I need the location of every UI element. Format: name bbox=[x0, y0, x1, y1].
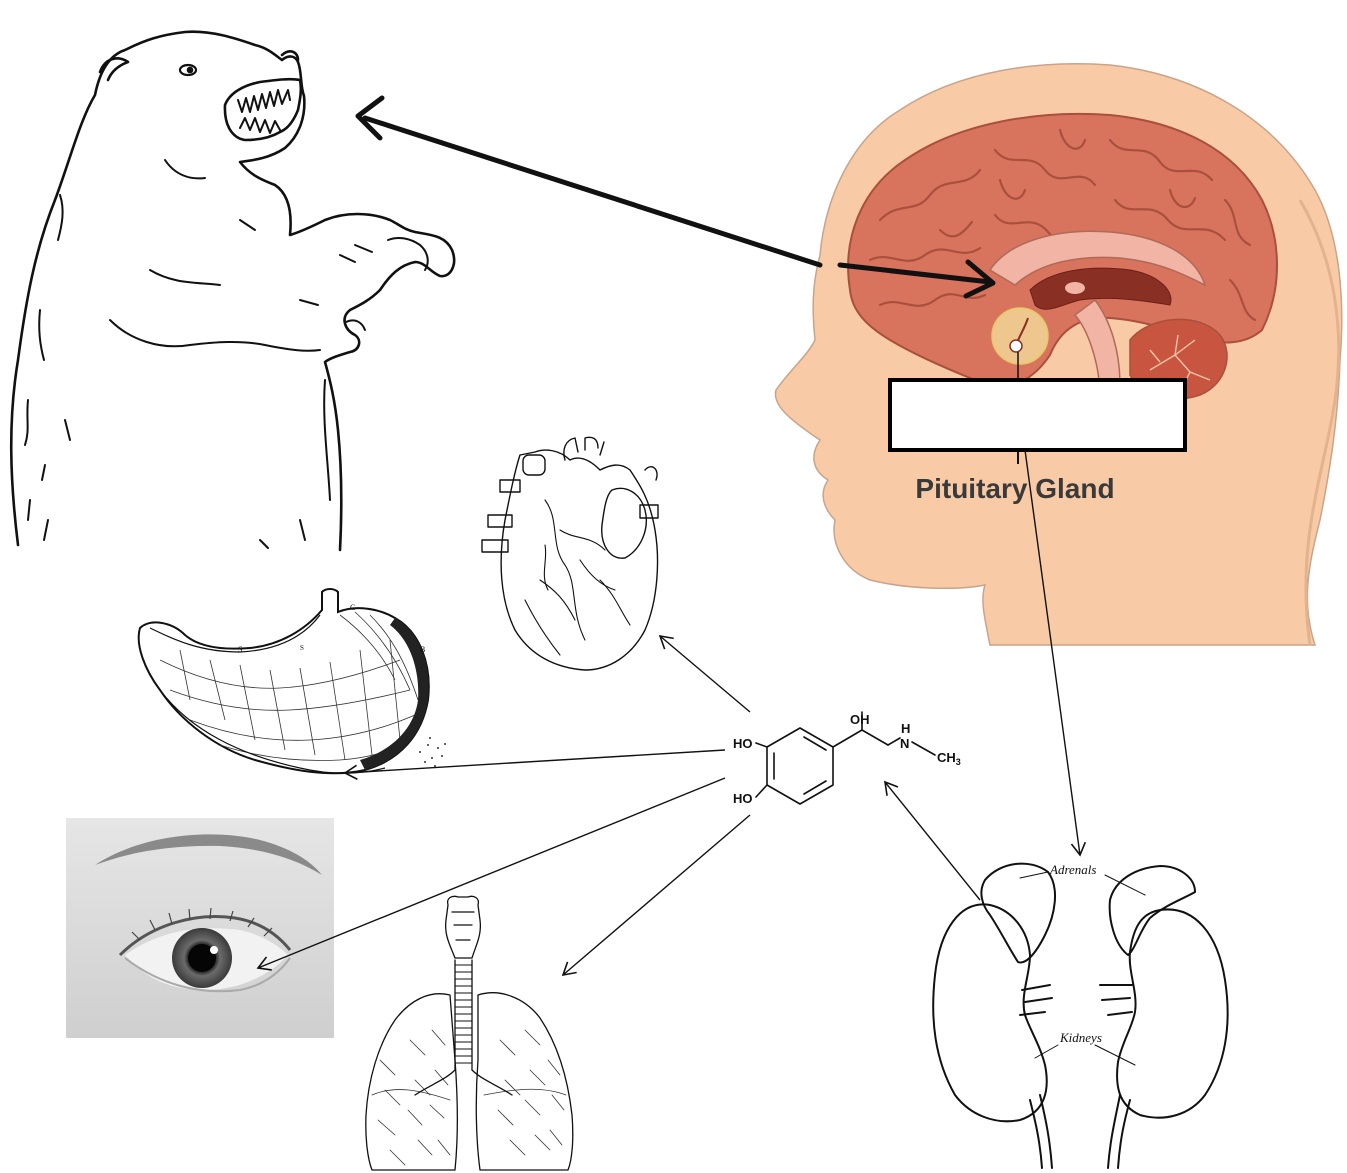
heart-vessels bbox=[525, 500, 630, 655]
adrenaline-molecule: HO HO OH H N CH3 bbox=[733, 712, 961, 806]
stomach-stipple bbox=[419, 737, 446, 767]
bond-ho-bottom bbox=[756, 785, 767, 797]
molecule-ch3-sub: 3 bbox=[956, 757, 961, 767]
right-lung bbox=[476, 993, 573, 1170]
heart-illustration bbox=[482, 437, 658, 670]
trachea bbox=[455, 960, 472, 1070]
molecule-ch3: CH3 bbox=[937, 750, 961, 767]
bond-c-n bbox=[888, 738, 900, 745]
arrow-adrenal-to-molecule bbox=[885, 782, 980, 900]
bond-ho-top bbox=[756, 743, 767, 747]
bear-illustration bbox=[11, 32, 454, 550]
kidneys-illustration bbox=[933, 864, 1227, 1168]
right-kidney bbox=[1117, 909, 1228, 1117]
bond-n-ch3 bbox=[912, 742, 935, 755]
kidneys-label: Kidneys bbox=[1059, 1030, 1102, 1045]
larynx-detail bbox=[452, 912, 474, 940]
bear-fur bbox=[25, 160, 428, 548]
benzene-ring bbox=[767, 728, 833, 804]
eye-photo-background bbox=[66, 818, 334, 1038]
bond-chain-c bbox=[862, 730, 888, 745]
stomach-outline bbox=[139, 589, 429, 773]
left-adrenal bbox=[981, 864, 1055, 963]
stomach-letter-c: C bbox=[350, 603, 355, 612]
lung-texture bbox=[372, 1030, 566, 1165]
benzene-double-bonds bbox=[774, 737, 826, 794]
heart-vessel-top bbox=[523, 455, 545, 475]
molecule-ho-top: HO bbox=[733, 736, 753, 751]
pituitary-gland-label: Pituitary Gland bbox=[915, 473, 1114, 504]
molecule-n: N bbox=[900, 736, 909, 751]
arrow-molecule-to-stomach bbox=[345, 750, 725, 773]
molecule-ch3-main: CH bbox=[937, 750, 956, 765]
bear-pupil bbox=[188, 68, 192, 72]
stomach-letter-s: S bbox=[238, 645, 242, 654]
trachea-rings bbox=[455, 965, 472, 1063]
molecule-h: H bbox=[901, 721, 910, 736]
stomach-letter-s2: S bbox=[300, 644, 304, 652]
heart-atrium bbox=[602, 488, 647, 558]
larynx bbox=[446, 896, 481, 958]
eye-photo bbox=[66, 818, 334, 1038]
heart-outline bbox=[501, 450, 657, 670]
eye-highlight bbox=[210, 946, 218, 954]
stomach-illustration: S C B S bbox=[139, 589, 446, 773]
molecule-ho-bottom: HO bbox=[733, 791, 753, 806]
right-adrenal bbox=[1110, 866, 1195, 955]
heart-vessel-left bbox=[482, 480, 520, 552]
brain-thalamus bbox=[1065, 282, 1085, 294]
heart-aorta bbox=[564, 437, 604, 460]
adrenals-label: Adrenals bbox=[1049, 862, 1096, 877]
pituitary-gland bbox=[1010, 340, 1022, 352]
head-illustration: Pituitary Gland bbox=[775, 64, 1341, 645]
bronchi bbox=[415, 1070, 512, 1095]
lungs-illustration bbox=[366, 896, 573, 1170]
right-renal-vessels bbox=[1100, 985, 1132, 1015]
molecule-oh: OH bbox=[850, 712, 870, 727]
left-lung bbox=[366, 994, 457, 1170]
arrow-molecule-to-heart bbox=[660, 636, 750, 712]
arrow-molecule-to-lungs bbox=[563, 815, 750, 975]
bear-mouth bbox=[225, 79, 301, 140]
bond-ring-chain bbox=[833, 730, 862, 747]
blank-answer-box[interactable] bbox=[890, 380, 1185, 450]
stomach-letter-b: B bbox=[420, 645, 425, 654]
